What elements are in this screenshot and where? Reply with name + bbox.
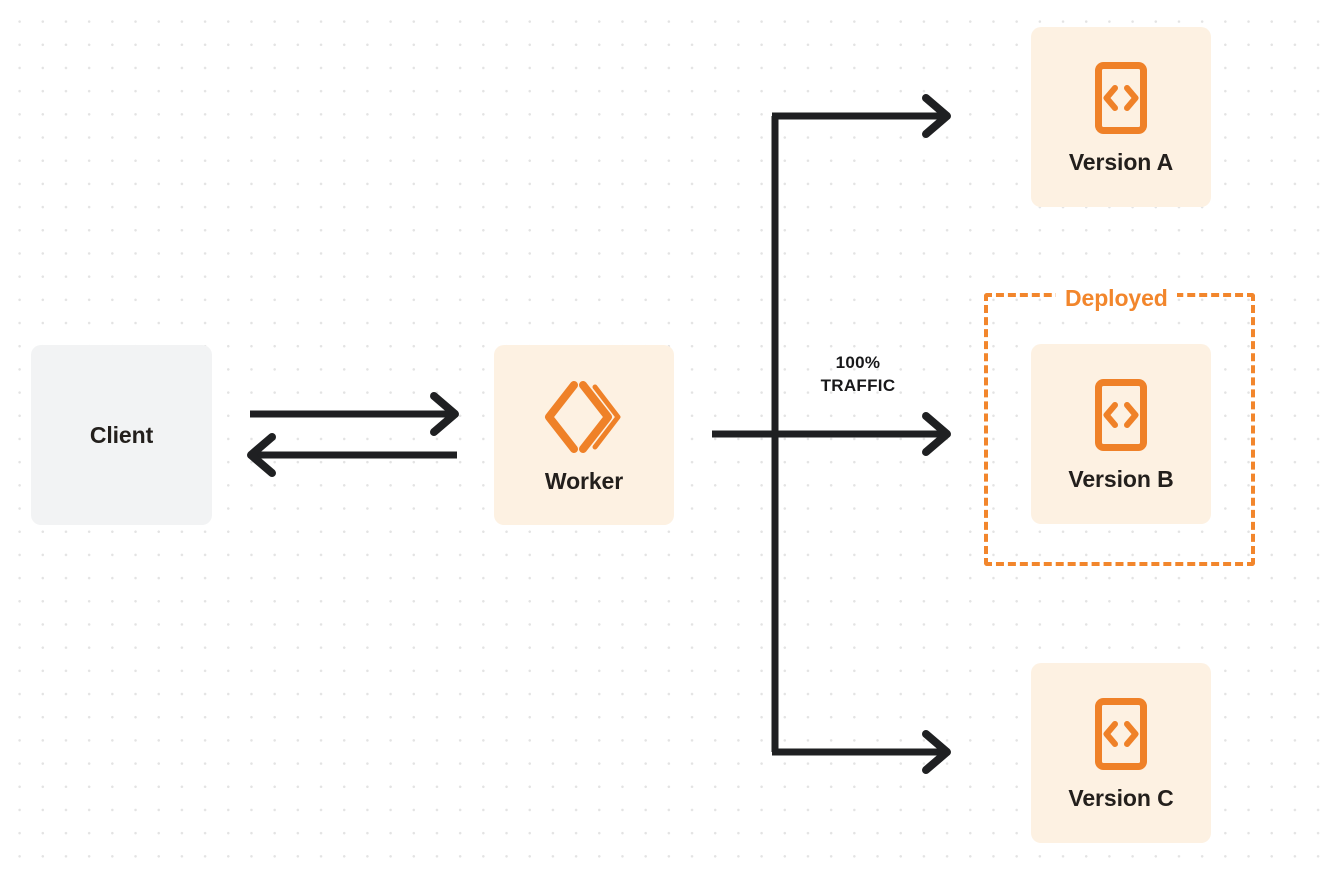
node-client-label: Client	[89, 421, 154, 448]
traffic-percent: 100%	[835, 353, 881, 372]
node-version-b-label: Version B	[1068, 465, 1174, 492]
node-version-a-label: Version A	[1068, 148, 1174, 175]
cloudflare-workers-logo-icon	[543, 378, 625, 456]
node-version-b[interactable]: Version B	[1031, 344, 1211, 524]
arrow-worker-to-version-a	[772, 94, 951, 138]
node-version-c[interactable]: Version C	[1031, 663, 1211, 843]
arrow-client-to-worker	[250, 392, 459, 436]
code-file-icon	[1094, 697, 1148, 771]
arrow-worker-to-version-b	[712, 412, 951, 456]
traffic-unit: TRAFFIC	[820, 375, 896, 395]
code-file-icon	[1094, 378, 1148, 452]
node-version-a[interactable]: Version A	[1031, 27, 1211, 207]
node-version-c-label: Version C	[1068, 784, 1174, 811]
node-client[interactable]: Client	[31, 345, 212, 525]
node-worker-label: Worker	[544, 467, 624, 494]
traffic-label: 100% TRAFFIC	[783, 352, 933, 397]
arrow-worker-to-version-c	[772, 730, 951, 774]
arrow-worker-to-client	[247, 433, 457, 477]
code-file-icon	[1094, 61, 1148, 135]
node-worker[interactable]: Worker	[494, 345, 674, 525]
deployed-group-label: Deployed	[1056, 287, 1177, 310]
